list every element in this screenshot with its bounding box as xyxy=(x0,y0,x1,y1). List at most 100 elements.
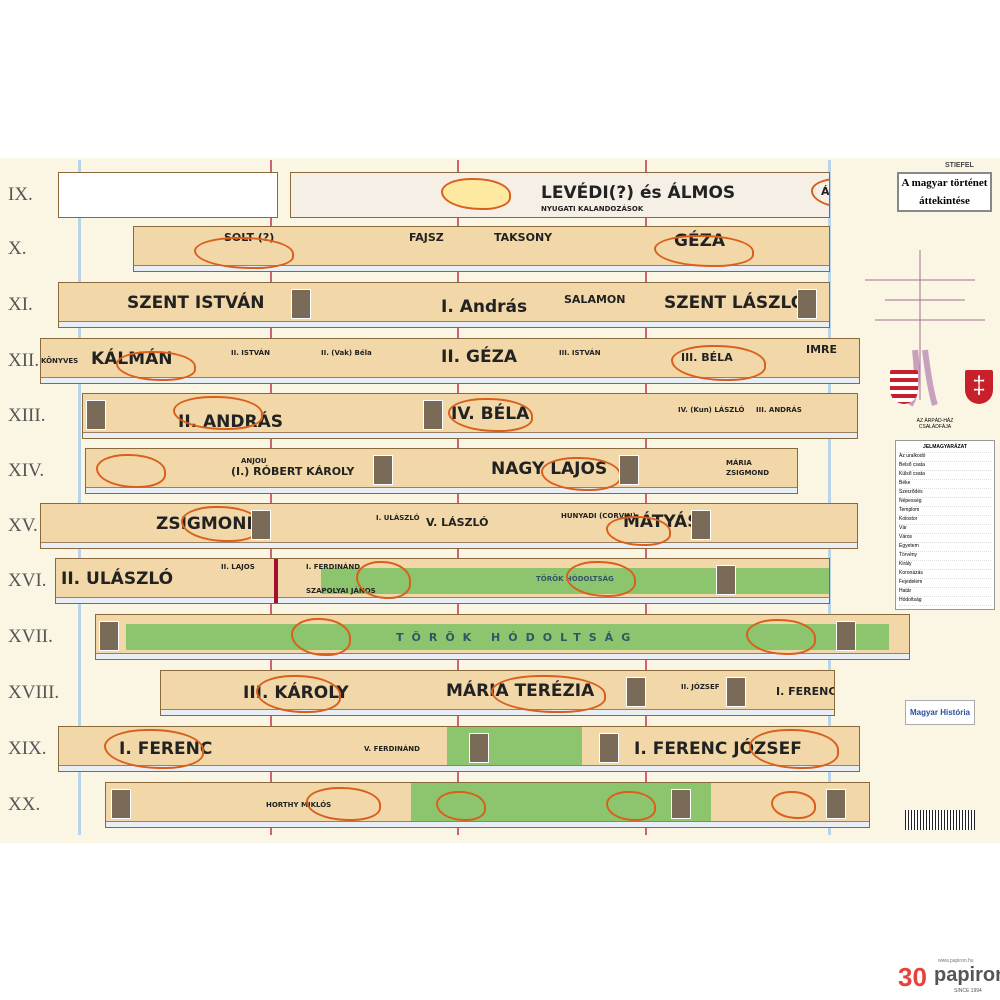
brand-url: www.papiron.hu xyxy=(938,958,974,964)
map-icon xyxy=(811,178,829,208)
portrait xyxy=(111,789,131,819)
map-icon xyxy=(436,791,486,821)
ruler-label: II. JÓZSEF xyxy=(681,683,720,691)
divider xyxy=(828,160,831,835)
century-label: XII. xyxy=(8,350,40,371)
divider xyxy=(78,160,81,835)
ruler-label: V. FERDINÁND xyxy=(364,745,420,753)
ruler-label: I. FERDINÁND xyxy=(306,563,361,571)
papiron-logo[interactable]: 30 www.papiron.hu papiron SINCE 1994 xyxy=(898,958,1000,994)
portrait xyxy=(373,455,393,485)
portrait xyxy=(836,621,856,651)
ruler-label: TAKSONY xyxy=(494,231,553,244)
map-icon xyxy=(448,398,533,432)
legend-item: Határ xyxy=(899,588,991,597)
coat-of-arms-icon xyxy=(890,370,918,404)
ruler-label: II. LAJOS xyxy=(221,563,255,571)
map-icon xyxy=(566,561,636,597)
map-icon xyxy=(746,619,816,655)
portrait xyxy=(86,400,106,430)
ruler-label: SZENT ISTVÁN xyxy=(127,293,265,313)
title-line: áttekintése xyxy=(919,195,970,207)
century-label: X. xyxy=(8,238,27,259)
century-label: XX. xyxy=(8,794,41,815)
family-tree-caption: AZ ÁRPÁD-HÁZ CSALÁDFÁJA xyxy=(916,418,954,430)
portrait xyxy=(671,789,691,819)
band-xviii: III. KÁROLY MÁRIA TERÉZIA II. JÓZSEF I. … xyxy=(160,670,835,716)
publisher-label: STIEFEL xyxy=(945,162,974,169)
map-icon xyxy=(749,729,839,769)
map-icon xyxy=(173,396,263,430)
divider xyxy=(270,160,272,835)
century-label: XVII. xyxy=(8,626,53,647)
portrait xyxy=(619,455,639,485)
brand-name: papiron xyxy=(934,964,1000,986)
legend-item: Belső csata xyxy=(899,462,991,471)
poster-title: A magyar történet áttekintése xyxy=(897,172,992,212)
band-xi: SZENT ISTVÁN I. András SALAMON SZENT LÁS… xyxy=(58,282,830,328)
map-icon xyxy=(606,516,671,546)
map-icon xyxy=(104,729,204,769)
map-icon xyxy=(256,675,341,713)
portrait xyxy=(99,621,119,651)
band-xvii: TÖRÖK HÓDOLTSÁG xyxy=(95,614,910,660)
band-xiv: ANJOU (I.) RÓBERT KÁROLY NAGY LAJOS MÁRI… xyxy=(85,448,798,494)
legend-item: Kolostor xyxy=(899,516,991,525)
portrait xyxy=(626,677,646,707)
legend-title: JELMAGYARÁZAT xyxy=(899,444,991,453)
era-label: NYUGATI KALANDOZÁSOK xyxy=(541,205,644,213)
map-icon xyxy=(541,457,621,491)
brand-since: SINCE 1994 xyxy=(954,988,982,994)
legend-item: Templom xyxy=(899,507,991,516)
century-label: XVIII. xyxy=(8,682,60,703)
brand-number: 30 xyxy=(898,962,927,992)
portrait xyxy=(469,733,489,763)
ruler-label: I. FERENC xyxy=(776,685,835,698)
magyar-historia-logo: Magyar História xyxy=(905,700,975,725)
ruler-label: FAJSZ xyxy=(409,231,444,244)
portrait xyxy=(251,510,271,540)
ruler-label: (I.) RÓBERT KÁROLY xyxy=(231,465,355,478)
band-xix: I. FERENC V. FERDINÁND I. FERENC JÓZSEF xyxy=(58,726,860,772)
divider xyxy=(457,160,459,835)
legend-item: Hódoltság xyxy=(899,597,991,606)
ruler-label: KÖNYVES xyxy=(41,357,79,365)
portrait xyxy=(599,733,619,763)
legend-item: Szerződés xyxy=(899,489,991,498)
band-x: SOLT (?) FAJSZ TAKSONY GÉZA xyxy=(133,226,830,272)
legend-item: Város xyxy=(899,534,991,543)
legend-item: Népesség xyxy=(899,498,991,507)
band-xx: HORTHY MIKLÓS xyxy=(105,782,870,828)
portrait xyxy=(716,565,736,595)
band-ix: LEVÉDI(?) és ÁLMOS NYUGATI KALANDOZÁSOK … xyxy=(290,172,830,218)
ruler-label: III. ISTVÁN xyxy=(559,349,601,357)
title-line: A magyar történet xyxy=(901,177,988,189)
legend-item: Egyetem xyxy=(899,543,991,552)
map-icon xyxy=(491,675,606,713)
ruler-label: SALAMON xyxy=(564,293,626,306)
ruler-label: II. ISTVÁN xyxy=(231,349,270,357)
ruler-label: II. ULÁSZLÓ xyxy=(61,569,174,589)
century-label: XI. xyxy=(8,294,33,315)
intro-box xyxy=(58,172,278,218)
ruler-label: SZAPOLYAI JÁNOS xyxy=(306,587,376,595)
map-icon xyxy=(306,787,381,821)
map-icon xyxy=(96,454,166,488)
band-xii: KÖNYVES KÁLMÁN II. ISTVÁN II. (Vak) Béla… xyxy=(40,338,860,384)
portrait xyxy=(291,289,311,319)
portrait xyxy=(797,289,817,319)
ruler-label: HUNYADI (CORVIN) xyxy=(561,512,636,520)
map-icon xyxy=(441,178,511,210)
ruler-label: HORTHY MIKLÓS xyxy=(266,801,332,809)
ruler-label: II. GÉZA xyxy=(441,347,518,367)
map-icon xyxy=(356,561,411,599)
portrait xyxy=(726,677,746,707)
ruler-label: IV. (Kun) LÁSZLÓ xyxy=(678,406,745,414)
map-icon xyxy=(606,791,656,821)
ruler-label: I. András xyxy=(441,297,528,317)
map-icon xyxy=(291,618,351,656)
legend-item: Vár xyxy=(899,525,991,534)
legend-item: Törvény xyxy=(899,552,991,561)
map-icon xyxy=(181,506,261,542)
portrait xyxy=(691,510,711,540)
